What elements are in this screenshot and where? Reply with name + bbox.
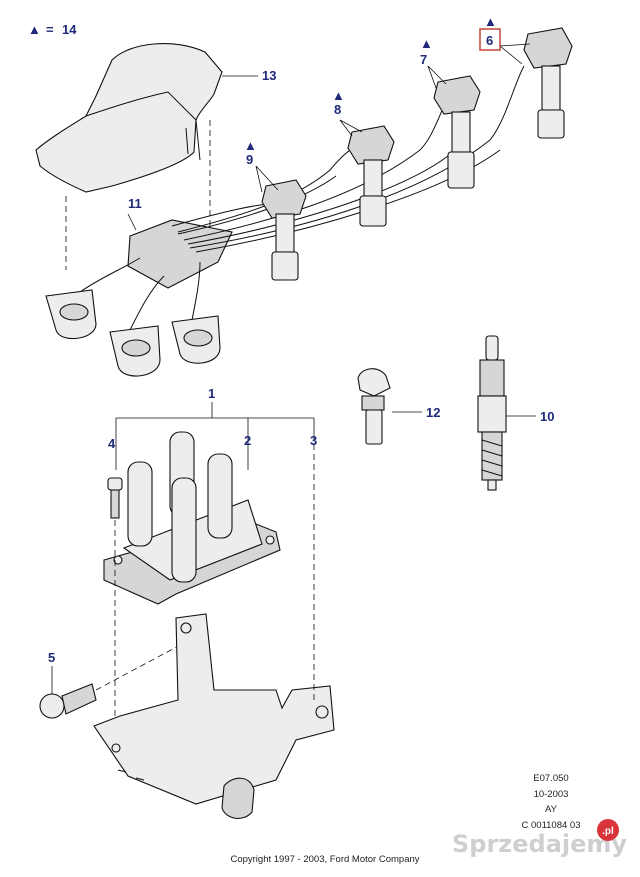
part-13-cover bbox=[35, 43, 223, 270]
watermark-badge: .pl bbox=[602, 826, 614, 837]
callout-1[interactable]: 1 bbox=[208, 386, 215, 401]
drawing-code: AY bbox=[545, 804, 558, 815]
drawing-ref: E07.050 bbox=[533, 773, 568, 784]
part-12-connector bbox=[357, 368, 391, 445]
callouts: 6 7 8 9 13 11 12 10 1 2 3 4 5 bbox=[48, 28, 554, 665]
callout-6[interactable]: 6 bbox=[486, 33, 493, 48]
callout-5[interactable]: 5 bbox=[48, 650, 55, 665]
lead-cap-c bbox=[171, 315, 221, 364]
drawing-info: E07.050 10-2003 AY C 0011084 03 bbox=[522, 773, 581, 831]
marker-7-triangle-icon: ▲ bbox=[420, 36, 433, 51]
marker-6-triangle-icon: ▲ bbox=[484, 14, 497, 29]
part-10-spark-plug bbox=[477, 335, 507, 491]
part-2-distributor-cap bbox=[103, 431, 281, 605]
callout-markers: ▲ ▲ ▲ ▲ bbox=[244, 14, 497, 153]
lead-cap-a bbox=[45, 289, 97, 340]
watermark: Sprzedajemy .pl bbox=[452, 819, 627, 858]
drawing-number: C 0011084 03 bbox=[522, 820, 581, 831]
watermark-badge-icon bbox=[597, 819, 619, 841]
legend-triangle-icon: ▲ bbox=[28, 22, 41, 37]
part-6-plug-boot bbox=[523, 27, 573, 139]
marker-8-triangle-icon: ▲ bbox=[332, 88, 345, 103]
callout-6-highlight bbox=[479, 28, 501, 51]
callout-12[interactable]: 12 bbox=[426, 405, 440, 420]
part-8-plug-boot bbox=[347, 125, 395, 227]
copyright: Copyright 1997 - 2003, Ford Motor Compan… bbox=[230, 854, 419, 865]
callout-10[interactable]: 10 bbox=[540, 409, 554, 424]
leader-lines bbox=[51, 43, 536, 694]
legend: ▲ = 14 bbox=[28, 22, 77, 37]
part-7-plug-boot bbox=[433, 75, 481, 189]
callout-9[interactable]: 9 bbox=[246, 152, 253, 167]
part-9-plug-boot bbox=[261, 179, 307, 281]
lead-cap-b bbox=[109, 325, 161, 377]
legend-value: 14 bbox=[62, 22, 77, 37]
callout-3[interactable]: 3 bbox=[310, 433, 317, 448]
callout-8[interactable]: 8 bbox=[334, 102, 341, 117]
callout-7[interactable]: 7 bbox=[420, 52, 427, 67]
marker-9-triangle-icon: ▲ bbox=[244, 138, 257, 153]
part-3-bracket bbox=[93, 440, 335, 819]
legend-equals: = bbox=[46, 22, 54, 37]
callout-13[interactable]: 13 bbox=[262, 68, 276, 83]
callout-4[interactable]: 4 bbox=[108, 436, 116, 451]
callout-11[interactable]: 11 bbox=[128, 196, 142, 211]
drawing-date: 10-2003 bbox=[534, 789, 569, 800]
callout-2[interactable]: 2 bbox=[244, 433, 251, 448]
part-5-bolt bbox=[39, 641, 187, 719]
